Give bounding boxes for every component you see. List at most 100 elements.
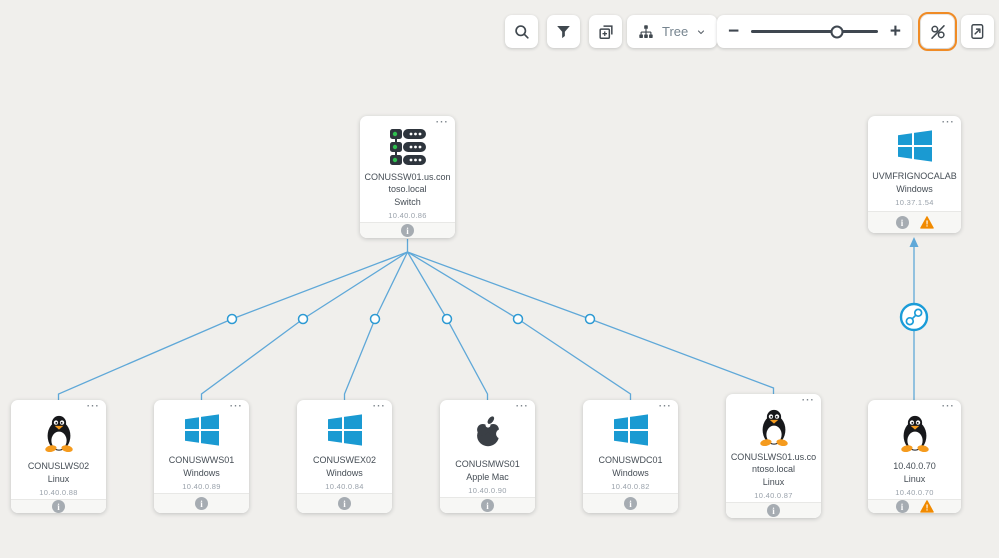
layout-dropdown[interactable]: Tree: [627, 15, 718, 48]
card-menu-button[interactable]: ⋯: [229, 398, 243, 413]
device-ip: 10.37.1.54: [895, 198, 934, 208]
card-menu-button[interactable]: ⋯: [372, 398, 386, 413]
device-card-10-40-0-70[interactable]: ⋯ 10.40.0.70 Linux 10.40.0.70 i: [868, 398, 961, 514]
layout-dropdown-label: Tree: [662, 24, 689, 39]
device-type: Linux: [762, 477, 785, 488]
device-card-conuslws01[interactable]: ⋯ CONUSLWS01.us.contoso.local Linux 10.4…: [726, 392, 821, 518]
duplicate-window-icon: [598, 24, 613, 39]
device-ip: 10.40.0.88: [39, 488, 78, 498]
edge-port-dot: [297, 313, 309, 325]
device-type: Linux: [47, 474, 70, 485]
zoom-slider-handle[interactable]: [830, 25, 844, 38]
card-menu-button[interactable]: ⋯: [515, 398, 529, 413]
card-menu-button[interactable]: ⋯: [941, 114, 955, 129]
device-type: Switch: [394, 197, 421, 208]
card-menu-button[interactable]: ⋯: [86, 398, 100, 413]
edge-port-dot: [512, 313, 524, 325]
toggle-links-button[interactable]: [918, 12, 957, 51]
device-type: Windows: [326, 468, 363, 479]
linux-icon: [757, 408, 791, 446]
device-name: CONUSLWS01.us.contoso.local: [730, 452, 817, 475]
card-menu-button[interactable]: ⋯: [941, 398, 955, 413]
device-name: UVMFRIGNOCALAB: [872, 171, 957, 181]
device-name: CONUSWWS01: [168, 455, 235, 465]
card-menu-button[interactable]: ⋯: [658, 398, 672, 413]
edge-switch-conuswex02: [343, 251, 409, 401]
info-icon[interactable]: i: [624, 497, 637, 511]
device-ip: 10.40.0.90: [468, 486, 507, 496]
info-icon[interactable]: i: [52, 500, 65, 514]
device-ip: 10.40.0.82: [611, 482, 650, 492]
device-card-uvmfrignocalab[interactable]: ⋯ UVMFRIGNOCALAB Windows 10.37.1.54 i !: [868, 114, 961, 233]
warning-icon[interactable]: !: [919, 216, 934, 229]
device-name: CONUSWDC01: [598, 455, 663, 465]
page-export-icon: [971, 24, 984, 39]
edge-switch-conuswdc01: [407, 251, 632, 401]
windows-icon: [327, 414, 363, 446]
apple-icon: [471, 414, 505, 450]
windows-icon: [184, 414, 220, 446]
info-icon[interactable]: i: [338, 497, 351, 511]
info-icon[interactable]: i: [195, 497, 208, 511]
info-icon[interactable]: i: [401, 224, 414, 238]
switch-icon: [388, 128, 428, 166]
zoom-control[interactable]: − +: [717, 15, 912, 48]
info-icon[interactable]: i: [481, 499, 494, 513]
edge-port-dot: [369, 313, 381, 325]
device-ip: 10.40.0.86: [388, 211, 427, 221]
info-icon[interactable]: i: [767, 504, 780, 518]
edge-switch-conuslws02: [57, 251, 408, 401]
device-ip: 10.40.0.87: [754, 491, 793, 501]
device-name: CONUSSW01.us.contoso.local: [364, 172, 451, 195]
arrowhead-up-icon: [909, 237, 919, 247]
device-card-conuslws02[interactable]: ⋯ CONUSLWS02 Linux 10.40.0.88 i: [11, 398, 106, 514]
link-badge-icon[interactable]: [899, 302, 929, 332]
device-card-conussw01[interactable]: ⋯: [360, 114, 455, 238]
filter-button[interactable]: [547, 15, 580, 48]
info-icon[interactable]: i: [895, 216, 909, 229]
zoom-out-button[interactable]: −: [728, 21, 740, 42]
windows-icon: [897, 130, 933, 162]
export-button[interactable]: [961, 15, 994, 48]
device-name: CONUSLWS02: [27, 461, 90, 471]
device-card-conuswdc01[interactable]: ⋯ CONUSWDC01 Windows 10.40.0.82 i: [583, 398, 678, 513]
card-menu-button[interactable]: ⋯: [801, 392, 815, 407]
zoom-in-button[interactable]: +: [889, 21, 901, 42]
device-ip: 10.40.0.70: [895, 488, 934, 498]
card-menu-button[interactable]: ⋯: [435, 114, 449, 129]
open-in-new-window-button[interactable]: [589, 15, 622, 48]
device-name: CONUSWEX02: [312, 455, 376, 465]
edge-switch-conusmws01: [406, 251, 489, 401]
link-slash-icon: [930, 24, 945, 39]
edge-port-dot: [441, 313, 453, 325]
edge-port-dot: [584, 313, 596, 325]
device-type: Linux: [903, 474, 926, 485]
device-type: Apple Mac: [466, 472, 509, 483]
info-icon[interactable]: i: [895, 500, 909, 514]
edge-switch-conuswws01: [200, 251, 408, 401]
windows-icon: [613, 414, 649, 446]
tree-layout-icon: [639, 24, 653, 38]
search-button[interactable]: [505, 15, 538, 48]
filter-icon: [557, 25, 570, 39]
device-name: CONUSMWS01: [455, 459, 520, 469]
device-name: 10.40.0.70: [893, 461, 936, 471]
device-card-conuswex02[interactable]: ⋯ CONUSWEX02 Windows 10.40.0.84 i: [297, 398, 392, 513]
device-ip: 10.40.0.89: [182, 482, 221, 492]
edge-switch-conuslws01: [407, 251, 775, 395]
linux-icon: [898, 414, 932, 452]
zoom-slider-track[interactable]: [751, 25, 878, 38]
device-type: Windows: [896, 184, 933, 195]
edge-port-dot: [226, 313, 238, 325]
chevron-down-icon: [698, 29, 705, 34]
warning-icon[interactable]: !: [919, 500, 934, 513]
device-card-conuswws01[interactable]: ⋯ CONUSWWS01 Windows 10.40.0.89 i: [154, 398, 249, 513]
device-ip: 10.40.0.84: [325, 482, 364, 492]
svg-text:!: !: [925, 219, 928, 229]
device-type: Windows: [183, 468, 220, 479]
device-type: Windows: [612, 468, 649, 479]
linux-icon: [42, 414, 76, 452]
search-icon: [514, 24, 529, 39]
device-card-conusmws01[interactable]: ⋯ CONUSMWS01 Apple Mac 10.40.0.90 i: [440, 398, 535, 513]
